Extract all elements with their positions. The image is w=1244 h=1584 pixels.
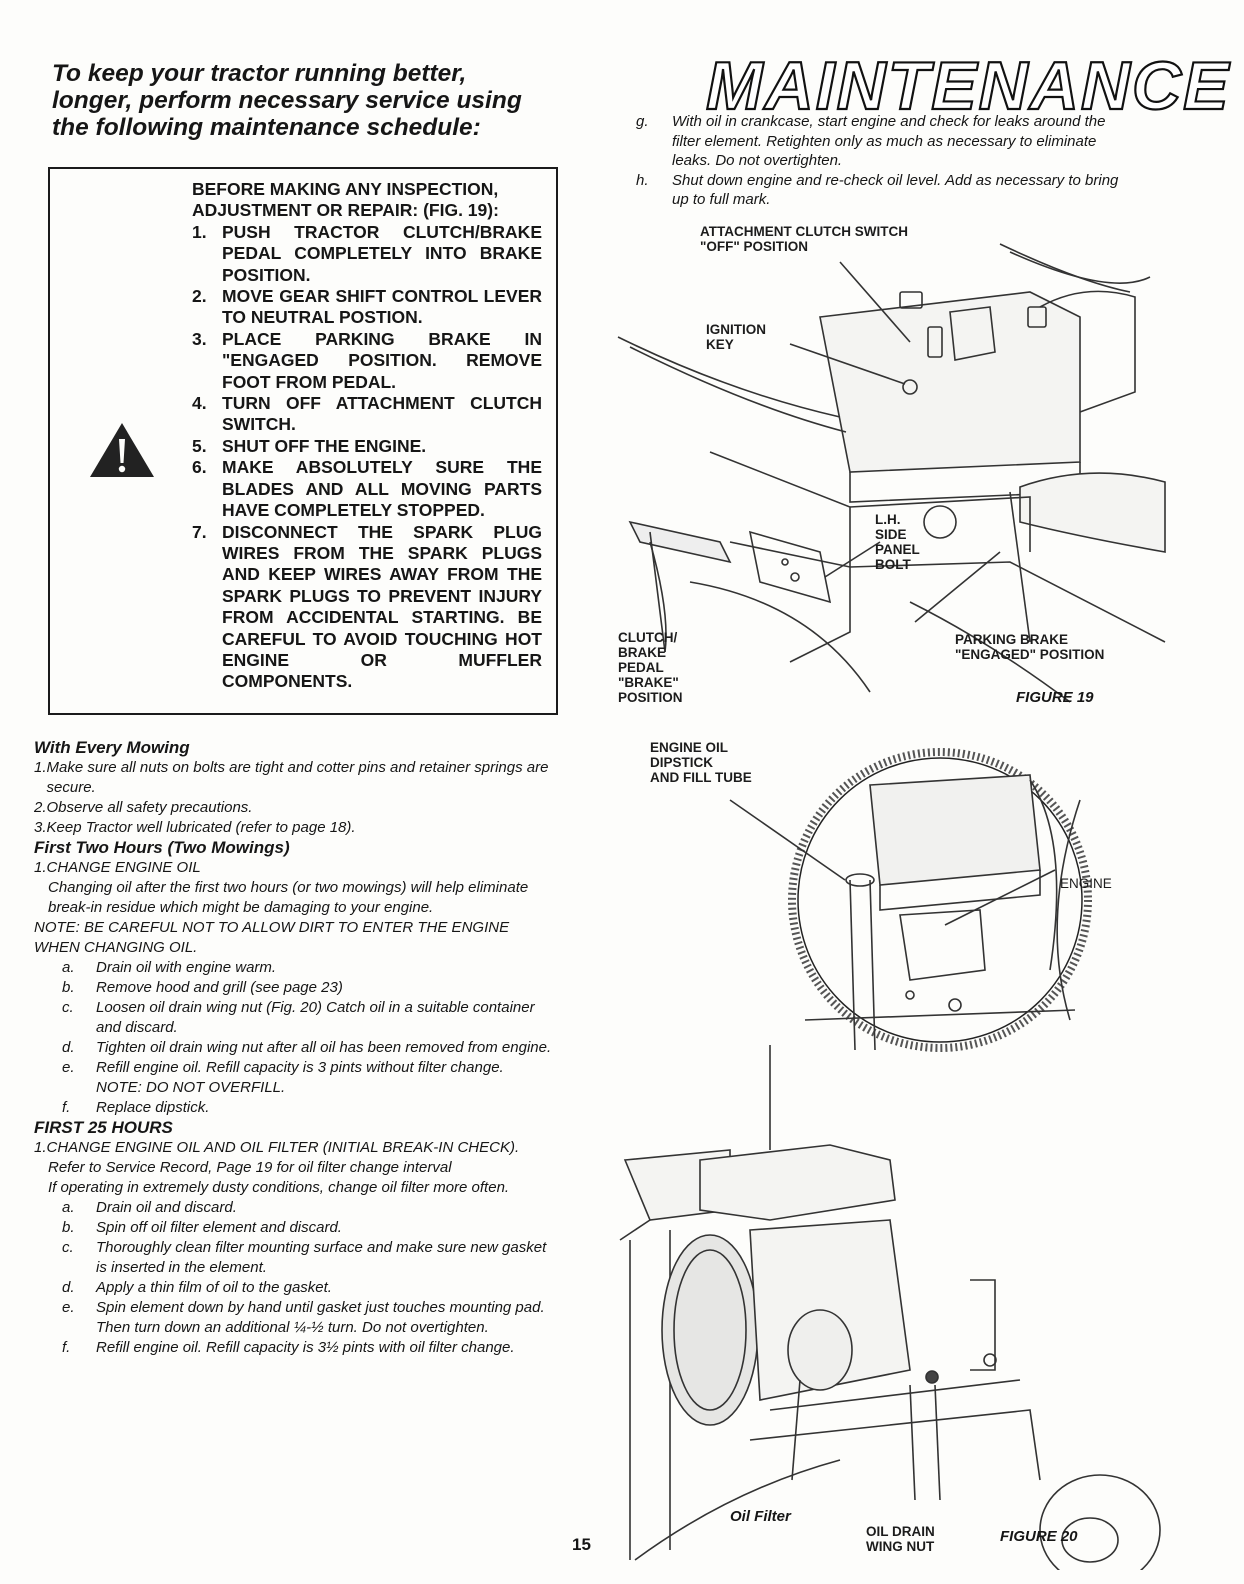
list-item: 1.CHANGE ENGINE OIL	[34, 859, 201, 876]
warning-triangle-icon	[90, 423, 154, 477]
warning-heading: ADJUSTMENT OR REPAIR: (FIG. 19):	[192, 200, 499, 221]
list-item: e.Spin element down by hand until gasket…	[62, 1299, 545, 1336]
warning-step: 4.TURN OFF ATTACHMENT CLUTCH SWITCH.	[192, 393, 542, 435]
list-item: b.Spin off oil filter element and discar…	[62, 1219, 342, 1236]
section-heading: With Every Mowing	[34, 738, 190, 757]
list-item: c.Loosen oil drain wing nut (Fig. 20) Ca…	[62, 999, 535, 1036]
warning-step: 2.MOVE GEAR SHIFT CONTROL LEVER TO NEUTR…	[192, 286, 542, 328]
warning-step: 5.SHUT OFF THE ENGINE.	[192, 435, 427, 456]
tractor-controls-illustration	[617, 243, 1166, 703]
list-item: f.Replace dipstick.	[62, 1099, 210, 1116]
section-heading: First Two Hours (Two Mowings)	[34, 838, 290, 857]
paragraph: If operating in extremely dusty conditio…	[48, 1179, 510, 1196]
paragraph: Changing oil after the first two hours (…	[48, 879, 529, 916]
list-item: d.Tighten oil drain wing nut after all o…	[62, 1039, 552, 1056]
list-item: 3.Keep Tractor well lubricated (refer to…	[34, 819, 356, 836]
intro-heading: To keep your tractor running better, lon…	[52, 60, 572, 141]
list-item: d.Apply a thin film of oil to the gasket…	[62, 1279, 332, 1296]
page-number: 15	[572, 1535, 591, 1554]
label-parking-brake: PARKING BRAKE"ENGAGED" POSITION	[955, 632, 1105, 662]
list-item: e.Refill engine oil. Refill capacity is …	[62, 1059, 504, 1096]
list-item: a.Drain oil with engine warm.	[62, 959, 277, 976]
continued-steps: g.With oil in crankcase, start engine an…	[636, 112, 1136, 210]
list-item: f.Refill engine oil. Refill capacity is …	[62, 1339, 515, 1356]
warning-step: 1.PUSH TRACTOR CLUTCH/BRAKE PEDAL COMPLE…	[192, 221, 542, 285]
page-title: MAINTENANCE	[705, 48, 1231, 124]
list-item: g.With oil in crankcase, start engine an…	[636, 113, 1106, 170]
label-engine: ENGINE	[1060, 876, 1112, 891]
label-oil-filter: Oil Filter	[730, 1508, 791, 1525]
intro-line: longer, perform necessary service using	[52, 87, 522, 114]
list-item: 1.Make sure all nuts on bolts are tight …	[34, 759, 549, 796]
intro-line: To keep your tractor running better,	[52, 60, 467, 87]
list-item: 2.Observe all safety precautions.	[34, 799, 253, 816]
list-item: a.Drain oil and discard.	[62, 1199, 237, 1216]
section-heading: FIRST 25 HOURS	[34, 1118, 173, 1137]
safety-warning-box: BEFORE MAKING ANY INSPECTION, ADJUSTMENT…	[48, 167, 558, 715]
warning-step: 6.MAKE ABSOLUTELY SURE THE BLADES AND AL…	[192, 457, 542, 521]
figure-19-caption: FIGURE 19	[1016, 689, 1094, 706]
warning-heading: BEFORE MAKING ANY INSPECTION,	[192, 179, 499, 199]
warning-step: 3.PLACE PARKING BRAKE IN "ENGAGED POSITI…	[192, 328, 542, 392]
warning-step: 7.DISCONNECT THE SPARK PLUG WIRES FROM T…	[192, 521, 542, 692]
figure-20-caption: FIGURE 20	[1000, 1528, 1078, 1545]
list-item: 1.CHANGE ENGINE OIL AND OIL FILTER (INIT…	[34, 1139, 520, 1156]
note: NOTE: BE CAREFUL NOT TO ALLOW DIRT TO EN…	[34, 919, 510, 956]
list-item: h.Shut down engine and re-check oil leve…	[636, 171, 1119, 209]
list-item: b.Remove hood and grill (see page 23)	[62, 979, 343, 996]
label-attachment-clutch-switch: ATTACHMENT CLUTCH SWITCH"OFF" POSITION	[700, 224, 908, 254]
paragraph: Refer to Service Record, Page 19 for oil…	[48, 1159, 452, 1176]
intro-line: the following maintenance schedule:	[52, 114, 481, 141]
maintenance-schedule-text: With Every Mowing 1.Make sure all nuts o…	[34, 738, 552, 1358]
figure-19: ATTACHMENT CLUTCH SWITCH"OFF" POSITION I…	[610, 222, 1170, 722]
engine-oil-illustration	[619, 748, 1161, 1570]
list-item: c.Thoroughly clean filter mounting surfa…	[62, 1239, 547, 1276]
warning-text: BEFORE MAKING ANY INSPECTION, ADJUSTMENT…	[192, 179, 542, 693]
